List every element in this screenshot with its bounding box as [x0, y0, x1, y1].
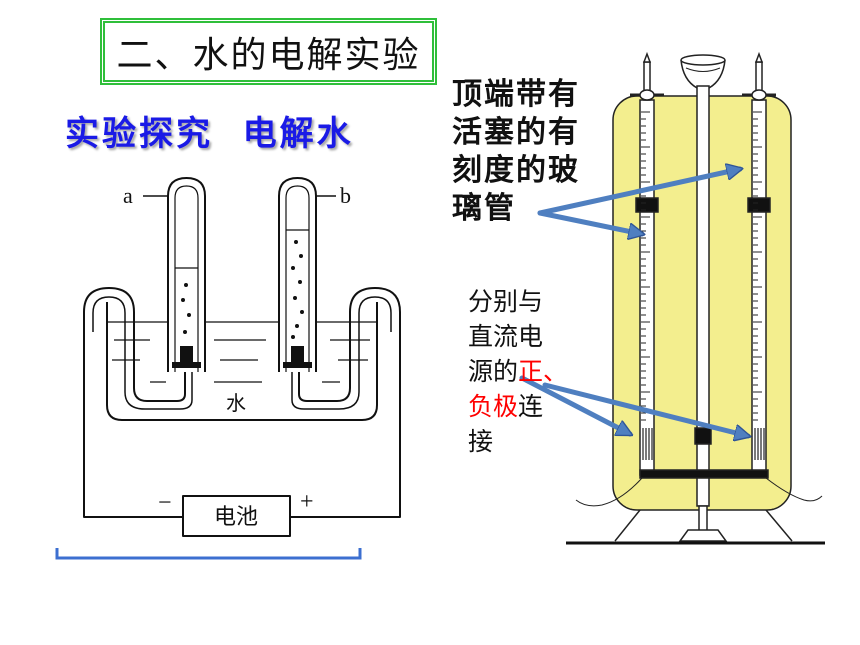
- positive-pole-highlight: 正、: [518, 357, 569, 386]
- gas-bubble: [298, 280, 302, 284]
- left-stopcock-tip: [642, 51, 652, 63]
- right-wire: [290, 287, 401, 518]
- glass-tube-note-line: 顶端带有: [452, 77, 580, 112]
- battery-label: 电池: [214, 505, 258, 530]
- right-stopcock-valve: [751, 89, 767, 101]
- test-tube-a: [167, 177, 206, 372]
- gas-bubble: [184, 283, 188, 287]
- top-funnel: [680, 54, 726, 89]
- tube-a-label: a: [123, 183, 133, 208]
- graduation-ticks: [641, 111, 762, 421]
- gas-bubble: [295, 324, 299, 328]
- arrow-to-left-tube-top: [537, 210, 642, 234]
- negative-pole-highlight: 负极: [468, 392, 519, 421]
- water: [107, 321, 377, 383]
- title-box: 二、水的电解实验: [100, 18, 437, 85]
- stand-leg-right: [765, 509, 793, 542]
- glass-tube-note-line: 璃管: [452, 191, 516, 226]
- stand-leg-left: [614, 509, 641, 542]
- arrow-to-right-electrode: [542, 382, 748, 436]
- gas-bubble: [293, 296, 297, 300]
- battery-positive-sign: +: [300, 489, 314, 515]
- test-tube-b: [278, 177, 317, 372]
- glass-tube-note-line: 活塞的有: [452, 115, 580, 150]
- gas-bubble: [291, 335, 295, 339]
- left-tube-clamp: [635, 197, 659, 213]
- power-note-line: 接: [468, 427, 494, 456]
- electrode-a-base: [172, 362, 201, 368]
- glass-tube-note: 顶端带有 活塞的有 刻度的玻 璃管: [452, 76, 580, 228]
- right-electrode: [754, 428, 765, 460]
- electrolysis-apparatus-left: [83, 177, 401, 537]
- electrode-b-base: [283, 362, 312, 368]
- blue-bracket: [55, 548, 362, 560]
- power-note-text: 连: [518, 392, 544, 421]
- right-stopcock-tip: [754, 51, 764, 63]
- gas-bubble: [300, 310, 304, 314]
- glass-tube-note-line: 刻度的玻: [452, 153, 580, 188]
- arrow-to-left-electrode: [519, 375, 630, 437]
- gas-bubble: [294, 240, 298, 244]
- arrow-to-right-tube-top: [537, 169, 740, 216]
- bottom-clamp-bar: [639, 469, 769, 479]
- water-label: 水: [226, 391, 246, 415]
- central-tube-clamp: [694, 427, 712, 445]
- left-stopcock-valve: [639, 89, 655, 101]
- left-electrode: [642, 428, 653, 460]
- tube-b-label: b: [340, 183, 351, 208]
- left-wire-inner-edge: [92, 296, 193, 410]
- power-connection-note: 分别与 直流电 源的正、 负极连 接: [468, 284, 568, 459]
- trough: [106, 302, 378, 421]
- battery: [182, 495, 291, 537]
- slide-subtitle: 实验探究 电解水: [65, 114, 354, 154]
- left-lead-wire: [575, 477, 643, 507]
- gas-bubble: [183, 330, 187, 334]
- slide-title: 二、水的电解实验: [116, 34, 421, 76]
- right-wire-inner-edge: [291, 296, 392, 410]
- stand-foot: [678, 529, 728, 542]
- gas-bubble: [187, 313, 191, 317]
- power-note-text: 源的: [468, 357, 519, 386]
- left-wire: [83, 287, 186, 518]
- power-note-line: 直流电: [468, 322, 544, 351]
- hofmann-voltameter: [566, 51, 825, 545]
- battery-negative-sign: −: [158, 490, 172, 516]
- right-lead-wire: [765, 477, 823, 502]
- power-note-line: 源的正、: [468, 354, 568, 389]
- gas-bubble: [181, 298, 185, 302]
- gas-bubble: [291, 266, 295, 270]
- right-tube-clamp: [747, 197, 771, 213]
- power-note-line: 分别与: [468, 287, 544, 316]
- callout-arrows: [519, 169, 748, 437]
- gas-bubble: [299, 254, 303, 258]
- power-note-line: 负极连: [468, 389, 568, 424]
